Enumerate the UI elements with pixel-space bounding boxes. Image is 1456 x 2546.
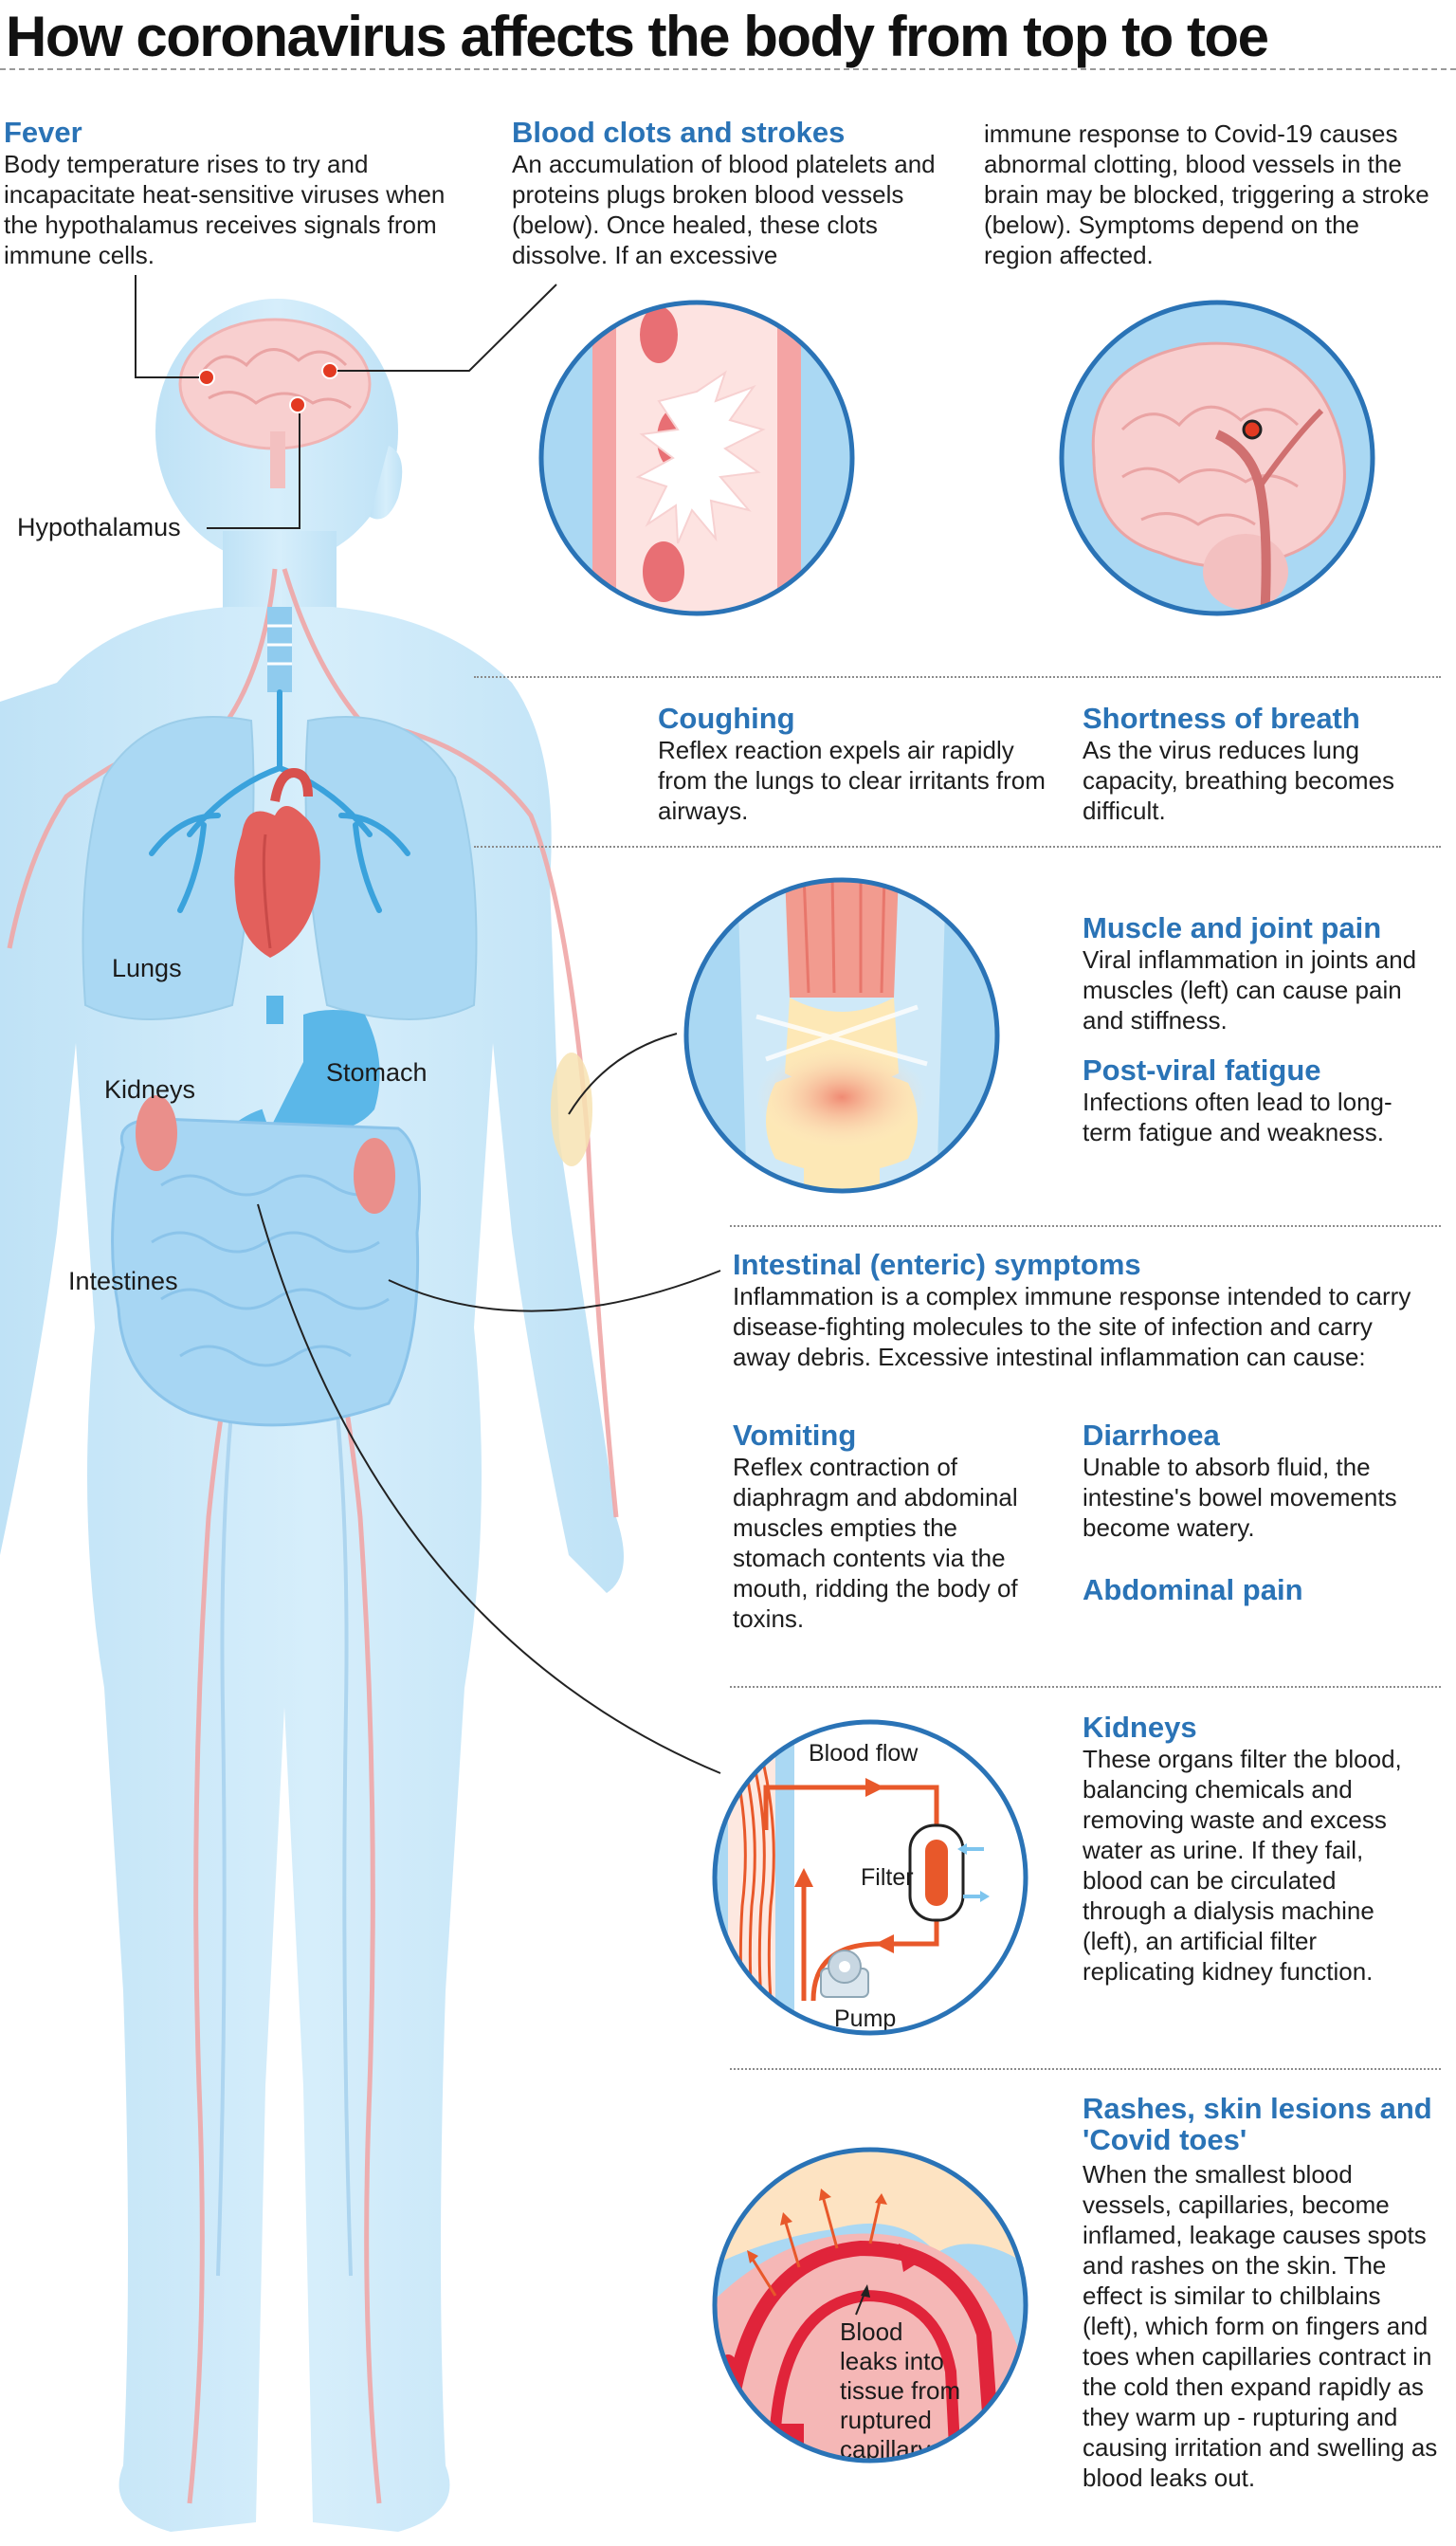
divider [474, 846, 1441, 848]
heart [234, 767, 320, 958]
fever-text: Body temperature rises to try and incapa… [4, 150, 446, 269]
rashes-heading: Rashes, skin lesions and 'Covid toes' [1083, 2092, 1432, 2156]
dialysis-illustration: Blood flow Filter Pump [712, 1719, 1028, 2036]
intestines-label: Intestines [68, 1267, 178, 1295]
kidneys-text: These organs filter the blood, balancing… [1083, 1745, 1402, 1986]
fever-heading: Fever [4, 116, 82, 149]
stomach-shape [265, 1010, 380, 1138]
muscle-heading: Muscle and joint pain [1083, 911, 1382, 944]
coughing-text: Reflex reaction expels air rapidly from … [658, 736, 1046, 825]
intestinal-text: Inflammation is a complex immune respons… [733, 1282, 1411, 1371]
fatigue-text: Infections often lead to long-term fatig… [1083, 1088, 1392, 1146]
brain-small [178, 318, 372, 488]
vomiting-heading: Vomiting [733, 1419, 857, 1452]
vomiting-text: Reflex contraction of diaphragm and abdo… [733, 1453, 1018, 1633]
divider [730, 1686, 1441, 1688]
breath-text: As the virus reduces lung capacity, brea… [1083, 736, 1395, 825]
divider [730, 1225, 1441, 1227]
muscle-text: Viral inflammation in joints and muscles… [1083, 945, 1417, 1035]
fatigue-heading: Post-viral fatigue [1083, 1053, 1321, 1087]
breath-heading: Shortness of breath [1083, 702, 1360, 735]
rashes-text: When the smallest blood vessels, capilla… [1083, 2160, 1438, 2492]
stroke-blockage-dot [1242, 419, 1263, 440]
svg-text:leaks into: leaks into [840, 2347, 944, 2375]
capillary-illustration: Blood leaks into tissue from ruptured ca… [712, 2147, 1028, 2464]
intestines-shape [111, 1117, 421, 1427]
kidneys-label: Kidneys [104, 1075, 196, 1104]
stomach-label: Stomach [326, 1058, 428, 1087]
abdominal-heading: Abdominal pain [1083, 1573, 1303, 1606]
clots-heading: Blood clots and strokes [512, 116, 846, 149]
divider [730, 2068, 1441, 2070]
joint-inflammation-illustration [683, 877, 1000, 1194]
kidneys-shape [136, 1095, 395, 1214]
pump-label: Pump [834, 2006, 896, 2032]
clots-text-b: immune response to Covid-19 causes abnor… [984, 119, 1429, 269]
stroke-brain-illustration [1059, 300, 1375, 616]
title-divider [0, 68, 1456, 70]
diarrhoea-heading: Diarrhoea [1083, 1419, 1220, 1452]
diarrhoea-text: Unable to absorb fluid, the intestine's … [1083, 1453, 1397, 1542]
svg-text:ruptured: ruptured [840, 2406, 932, 2434]
clots-text-a: An accumulation of blood platelets and p… [512, 150, 936, 269]
filter-label: Filter [861, 1864, 914, 1891]
page-title: How coronavirus affects the body from to… [6, 5, 1269, 68]
hypothalamus-label: Hypothalamus [17, 513, 181, 541]
hypothalamus-marker-dot [289, 396, 306, 413]
blood-clot-illustration [538, 300, 855, 616]
human-body-illustration [0, 299, 624, 2532]
kidneys-heading: Kidneys [1083, 1711, 1197, 1744]
lungs-label: Lungs [112, 954, 182, 982]
intestinal-heading: Intestinal (enteric) symptoms [733, 1248, 1141, 1281]
lungs-shape [82, 716, 478, 1020]
blood-flow-label: Blood flow [809, 1740, 919, 1767]
trachea [267, 607, 292, 692]
svg-text:Blood: Blood [840, 2317, 903, 2346]
svg-text:tissue from: tissue from [840, 2376, 960, 2405]
coughing-heading: Coughing [658, 702, 795, 735]
divider [474, 676, 1441, 678]
